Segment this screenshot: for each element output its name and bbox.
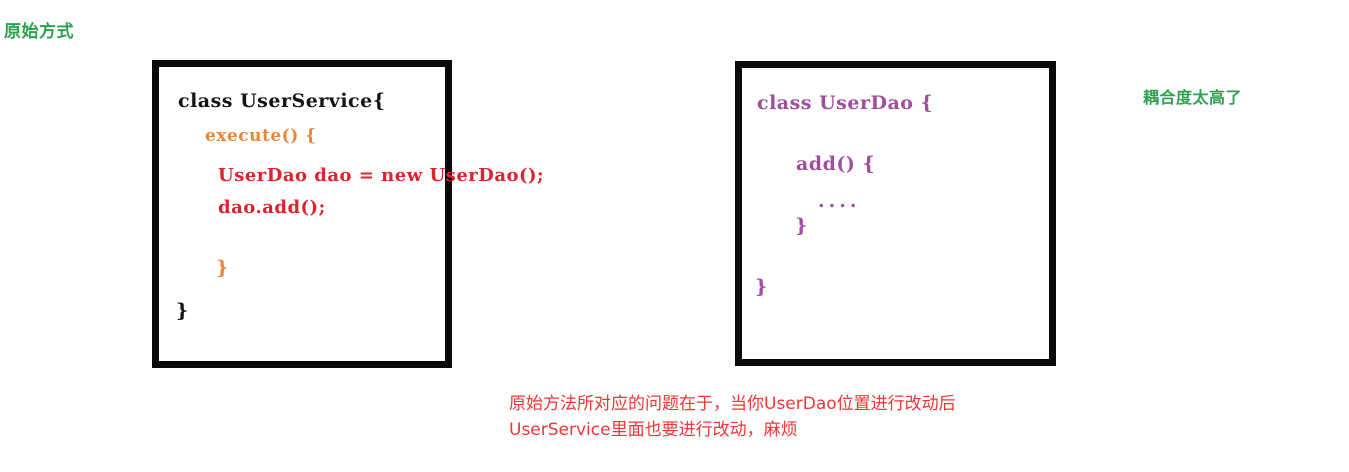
code-line-userdao-close-method: }	[795, 215, 808, 237]
code-line-userservice-dao-add: dao.add();	[218, 197, 326, 218]
code-line-userdao-class: class UserDao {	[757, 92, 934, 114]
code-line-userservice-new-userdao: UserDao dao = new UserDao();	[218, 165, 545, 186]
annotation-problem-note-line1: 原始方法所对应的问题在于，当你UserDao位置进行改动后	[509, 394, 956, 414]
annotation-problem-note-line2: UserService里面也要进行改动，麻烦	[509, 420, 798, 440]
code-line-userservice-close-method: }	[216, 257, 229, 279]
code-line-userdao-close-class: }	[755, 276, 768, 298]
code-line-userservice-execute: execute() {	[205, 126, 317, 146]
code-box-user-dao	[735, 61, 1056, 366]
code-line-userservice-class: class UserService{	[178, 90, 386, 112]
annotation-problem-note: 原始方法所对应的问题在于，当你UserDao位置进行改动后 UserServic…	[509, 391, 956, 443]
annotation-coupling-note: 耦合度太高了	[1143, 88, 1243, 107]
code-box-user-service	[152, 60, 452, 368]
page-title: 原始方式	[4, 22, 74, 42]
code-line-userdao-ellipsis: ....	[818, 190, 861, 212]
code-line-userservice-close-class: }	[176, 300, 189, 322]
code-line-userdao-add: add() {	[796, 153, 876, 175]
